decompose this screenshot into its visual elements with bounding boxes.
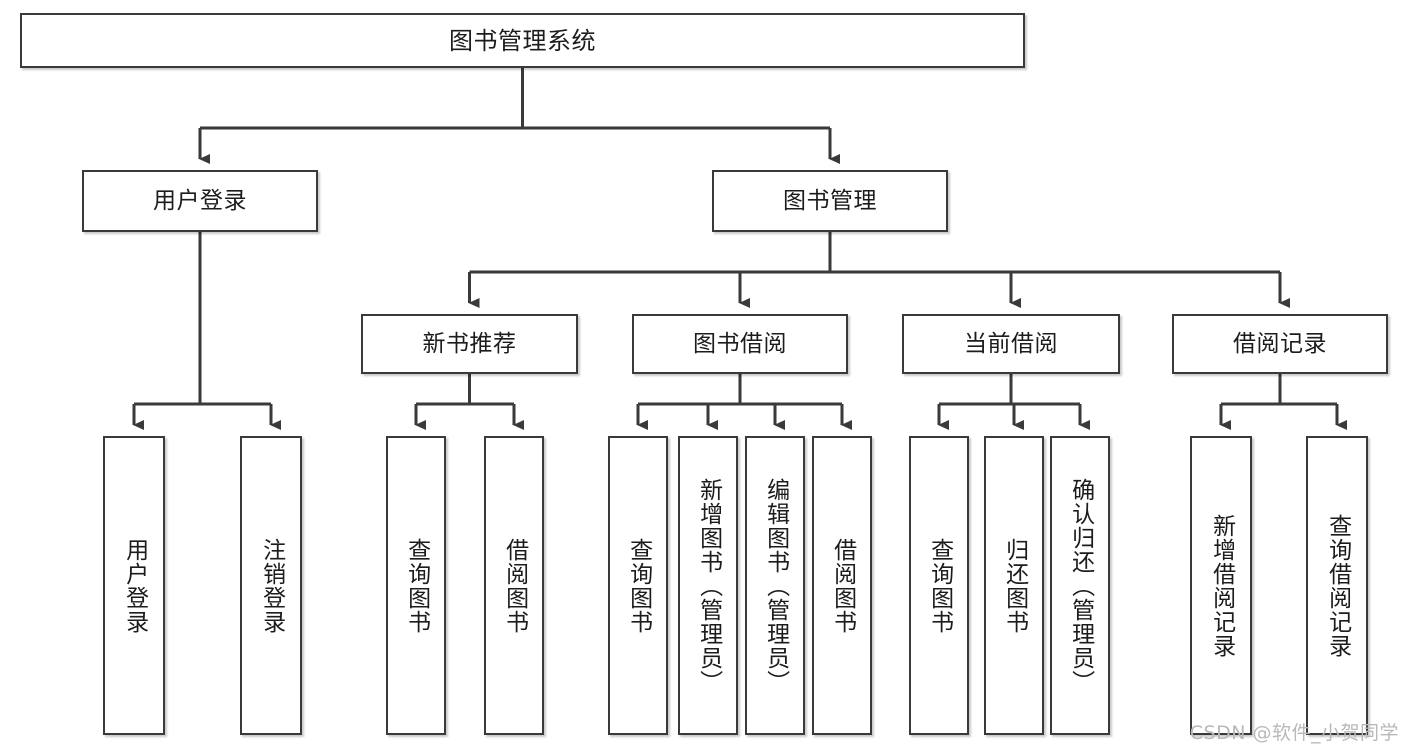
node-l3a[interactable]: 新书推荐 xyxy=(361,314,578,374)
node-label: 归还图书 xyxy=(1001,537,1028,634)
node-label: 注销登录 xyxy=(258,537,285,634)
node-label: 借阅图书 xyxy=(829,537,856,634)
node-n12[interactable]: 新增借阅记录 xyxy=(1190,436,1252,735)
node-label: 图书管理系统 xyxy=(449,26,596,55)
node-n8[interactable]: 借阅图书 xyxy=(812,436,872,735)
node-label: 新书推荐 xyxy=(422,330,517,357)
node-l2a[interactable]: 用户登录 xyxy=(82,170,318,232)
node-label: 新增借阅记录 xyxy=(1208,513,1235,658)
node-label: 图书借阅 xyxy=(693,330,787,357)
node-label: 用户登录 xyxy=(153,187,247,214)
node-n3[interactable]: 查询图书 xyxy=(386,436,446,735)
node-label: 查询图书 xyxy=(403,537,430,634)
node-label: 借阅记录 xyxy=(1233,330,1327,357)
node-n9[interactable]: 查询图书 xyxy=(909,436,969,735)
node-n13[interactable]: 查询借阅记录 xyxy=(1306,436,1368,735)
node-l2b[interactable]: 图书管理 xyxy=(712,170,948,232)
node-n7[interactable]: 编辑图书（管理员） xyxy=(745,436,805,735)
node-n10[interactable]: 归还图书 xyxy=(984,436,1044,735)
node-l3d[interactable]: 借阅记录 xyxy=(1172,314,1388,374)
node-label: 查询借阅记录 xyxy=(1324,513,1351,658)
node-label: 编辑图书（管理员） xyxy=(762,477,789,694)
node-label: 图书管理 xyxy=(783,187,877,214)
node-n4[interactable]: 借阅图书 xyxy=(484,436,544,735)
node-label: 查询图书 xyxy=(625,537,652,634)
node-label: 新增图书（管理员） xyxy=(695,477,722,694)
node-label: 用户登录 xyxy=(121,537,148,634)
node-n1[interactable]: 用户登录 xyxy=(103,436,165,735)
node-n5[interactable]: 查询图书 xyxy=(608,436,668,735)
node-label: 当前借阅 xyxy=(964,330,1058,357)
node-label: 确认归还（管理员） xyxy=(1067,477,1094,694)
node-l3c[interactable]: 当前借阅 xyxy=(902,314,1120,374)
node-label: 查询图书 xyxy=(926,537,953,634)
node-root[interactable]: 图书管理系统 xyxy=(20,13,1025,68)
node-n2[interactable]: 注销登录 xyxy=(240,436,302,735)
node-n6[interactable]: 新增图书（管理员） xyxy=(678,436,738,735)
node-l3b[interactable]: 图书借阅 xyxy=(632,314,848,374)
node-n11[interactable]: 确认归还（管理员） xyxy=(1050,436,1110,735)
node-label: 借阅图书 xyxy=(501,537,528,634)
